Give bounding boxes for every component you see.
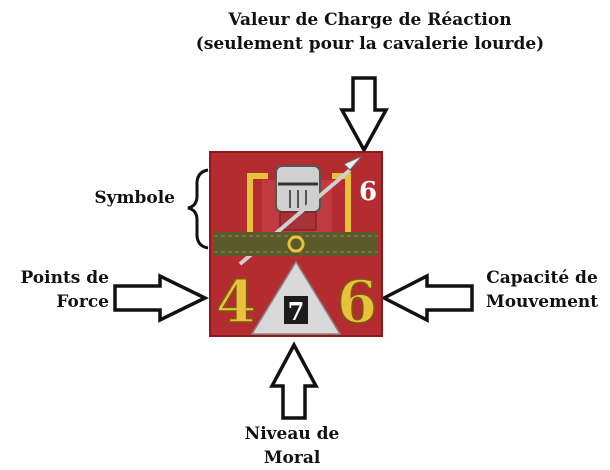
label-symbole: Symbole	[94, 188, 175, 208]
charge-value: 6	[359, 177, 377, 207]
label-moral-line-1: Niveau de	[244, 424, 340, 444]
arrow-left-icon	[380, 273, 474, 323]
strength-points-value: 4	[216, 268, 256, 336]
strap-band	[214, 232, 378, 256]
arrow-down-icon	[339, 76, 389, 154]
unit-counter: 6 4 7 6	[209, 151, 383, 337]
label-moral-line-2: Moral	[263, 448, 321, 468]
label-charge-line-1: Valeur de Charge de Réaction	[228, 10, 512, 30]
label-mouvement-line-1: Capacité de	[486, 268, 598, 288]
knight-symbol-icon	[238, 155, 363, 266]
label-force-line-2: Force	[56, 292, 109, 312]
arrow-right-icon	[113, 273, 209, 323]
label-force-line-1: Points de	[20, 268, 109, 288]
movement-value: 6	[337, 268, 377, 336]
morale-box	[284, 296, 308, 324]
label-mouvement-line-2: Mouvement	[485, 292, 599, 312]
label-charge-reaction: Valeur de Charge de Réaction (seulement …	[150, 8, 590, 56]
label-charge-line-2: (seulement pour la cavalerie lourde)	[195, 34, 545, 54]
label-niveau-de-moral: Niveau de Moral	[222, 422, 362, 470]
morale-value: 7	[288, 297, 305, 326]
label-points-de-force: Points de Force	[5, 266, 109, 314]
arrow-up-icon	[269, 341, 319, 420]
curly-brace-icon	[187, 168, 209, 250]
label-capacite-de-mouvement: Capacité de Mouvement	[478, 266, 606, 314]
